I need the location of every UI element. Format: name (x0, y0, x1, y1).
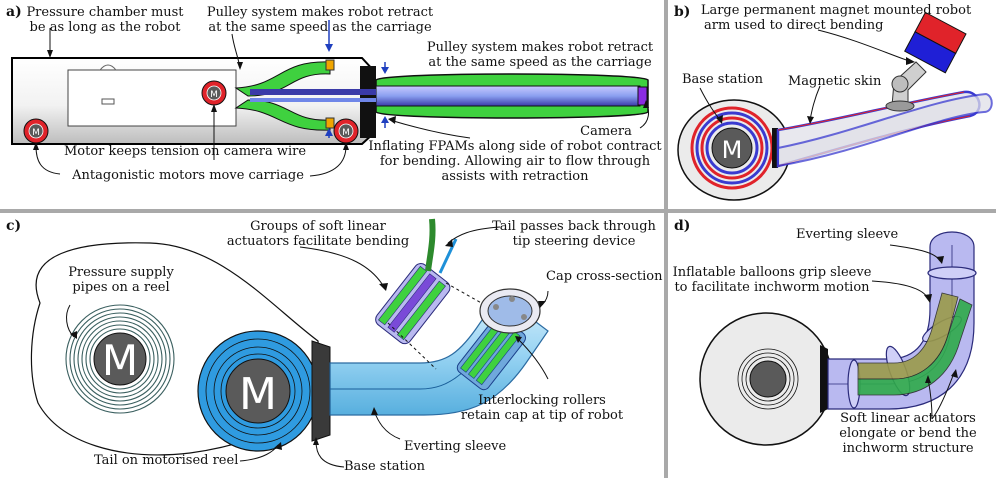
divider-horizontal (0, 209, 996, 213)
label-fpams-line2: for bending. Allowing air to flow throug… (379, 154, 651, 169)
motor-symbol-c2: M (239, 369, 277, 420)
panel-d: d) Everting sleeve Inflatable balloons g… (668, 213, 996, 478)
label-magnetic-skin: Magnetic skin (788, 74, 882, 89)
label-balloons-line2: to facilitate inchworm motion (674, 280, 870, 295)
actuator-group-exploded (375, 263, 451, 345)
label-pulley-right-line2: at the same speed as the carriage (428, 55, 652, 70)
panel-b-drawing: M (677, 11, 993, 201)
panel-a: M M M a (0, 0, 664, 209)
motor-symbol-b: M (722, 136, 743, 164)
label-fpams-line1: Inflating FPAMs along side of robot cont… (368, 139, 662, 154)
label-fpams: Inflating FPAMs along side of robot cont… (366, 139, 664, 184)
label-tail-reel: Tail on motorised reel (94, 453, 239, 468)
label-antagonistic: Antagonistic motors move carriage (72, 168, 304, 183)
label-rollers: Interlocking rollers retain cap at tip o… (454, 393, 630, 423)
label-sla-line3: inchworm structure (842, 441, 974, 456)
camera-tip (637, 86, 648, 106)
label-everting-d: Everting sleeve (796, 227, 899, 242)
panel-b: M b) Large permanent magnet mounted robo… (668, 0, 996, 209)
base-station-plate (311, 340, 331, 442)
label-pulley-top-line1: Pulley system makes robot retract (206, 5, 434, 20)
label-pressure-chamber-line1: Pressure chamber must (26, 5, 184, 20)
label-balloons-line1: Inflatable balloons grip sleeve (672, 265, 872, 280)
label-rollers-line1: Interlocking rollers (478, 393, 606, 408)
label-pulley-right: Pulley system makes robot retract at the… (424, 40, 656, 70)
motor-symbol-right: M (342, 128, 350, 138)
label-everting-c: Everting sleeve (404, 439, 507, 454)
sla-bundle-in-sleeve (456, 315, 527, 391)
antagonistic-motor-right: M (333, 118, 359, 144)
panel-d-letter: d) (674, 218, 691, 234)
label-camera: Camera (580, 124, 632, 139)
label-magnet: Large permanent magnet mounted robot arm… (698, 3, 974, 33)
motor-symbol-c1: M (102, 336, 138, 385)
panel-b-letter: b) (674, 4, 691, 20)
motor-symbol-tension: M (210, 90, 218, 100)
label-balloons: Inflatable balloons grip sleeve to facil… (672, 265, 872, 295)
label-base-station-b: Base station (682, 72, 764, 87)
label-pulley-top: Pulley system makes robot retract at the… (204, 5, 436, 35)
label-pressure-chamber: Pressure chamber must be as long as the … (24, 5, 186, 35)
label-sla-line2: elongate or bend the (839, 426, 977, 441)
label-sla: Soft linear actuators elongate or bend t… (830, 411, 986, 456)
label-base-station-c: Base station (344, 459, 426, 474)
label-tail-back-line1: Tail passes back through (492, 219, 656, 234)
label-magnet-line2: arm used to direct bending (704, 18, 884, 33)
label-magnet-line1: Large permanent magnet mounted robot (700, 3, 972, 18)
tension-motor: M (201, 80, 227, 106)
panel-a-letter: a) (6, 4, 22, 20)
panel-c: M M (0, 213, 664, 478)
label-pressure-chamber-line2: be as long as the robot (29, 20, 181, 35)
panel-a-drawing: M M M (11, 20, 649, 177)
label-groups-line1: Groups of soft linear (250, 219, 386, 234)
label-groups: Groups of soft linear actuators facilita… (220, 219, 416, 249)
divider-vertical (664, 0, 668, 478)
label-groups-line2: actuators facilitate bending (226, 234, 410, 249)
label-pulley-right-line1: Pulley system makes robot retract (426, 40, 654, 55)
soft-linear-actuators (857, 292, 973, 396)
robot-body-core (375, 85, 641, 107)
label-sla-line1: Soft linear actuators (840, 411, 976, 426)
permanent-magnet (904, 11, 967, 74)
cap-cross-section (479, 288, 541, 334)
label-tail-back: Tail passes back through tip steering de… (486, 219, 662, 249)
pressure-supply-reel (65, 304, 175, 414)
label-cap: Cap cross-section (546, 269, 663, 284)
antagonistic-motor-left: M (23, 118, 49, 144)
label-pressure-supply-line2: pipes on a reel (72, 280, 170, 295)
panel-c-drawing: M M (30, 218, 549, 468)
label-tail-back-line2: tip steering device (512, 234, 636, 249)
panel-c-letter: c) (6, 218, 22, 234)
panel-d-drawing (699, 231, 977, 446)
label-pressure-supply-line1: Pressure supply (68, 265, 174, 280)
label-rollers-line2: retain cap at tip of robot (460, 408, 624, 423)
label-fpams-line3: assists with retraction (441, 169, 589, 184)
label-pressure-supply: Pressure supply pipes on a reel (56, 265, 186, 295)
motor-symbol-left: M (32, 128, 40, 138)
label-motor-tension: Motor keeps tension on camera wire (63, 144, 307, 159)
label-pulley-top-line2: at the same speed as the carriage (208, 20, 432, 35)
